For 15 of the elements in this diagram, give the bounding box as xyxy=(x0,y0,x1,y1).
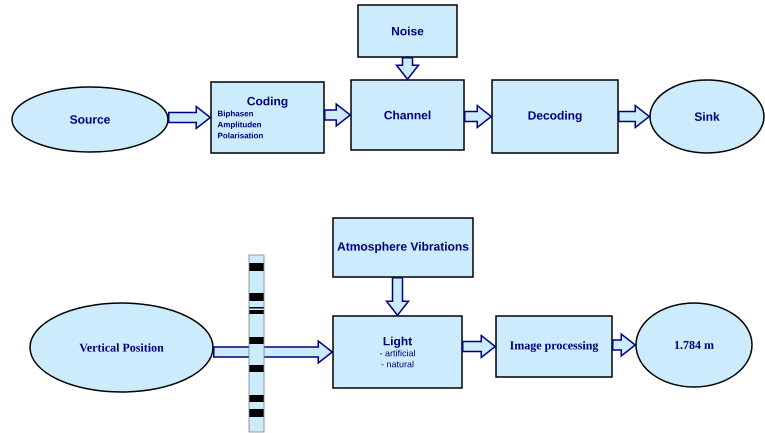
block-arrow xyxy=(462,334,496,360)
process-box: Noise xyxy=(357,4,458,58)
block-arrow xyxy=(464,104,492,130)
process-box: Channel xyxy=(350,79,465,151)
process-box: Decoding xyxy=(491,79,619,154)
process-box: Image processing xyxy=(495,315,613,378)
block-arrow xyxy=(394,57,420,80)
block-arrow xyxy=(168,104,212,130)
block-arrow xyxy=(618,104,650,130)
process-box: Atmosphere Vibrations xyxy=(332,217,474,278)
process-box: Light - artificial - natural xyxy=(332,315,463,389)
block-arrow xyxy=(612,332,636,358)
block-arrow xyxy=(384,276,410,316)
block-arrow xyxy=(324,102,352,128)
process-box: Coding Biphasen Amplituden Polarisation xyxy=(210,81,325,154)
